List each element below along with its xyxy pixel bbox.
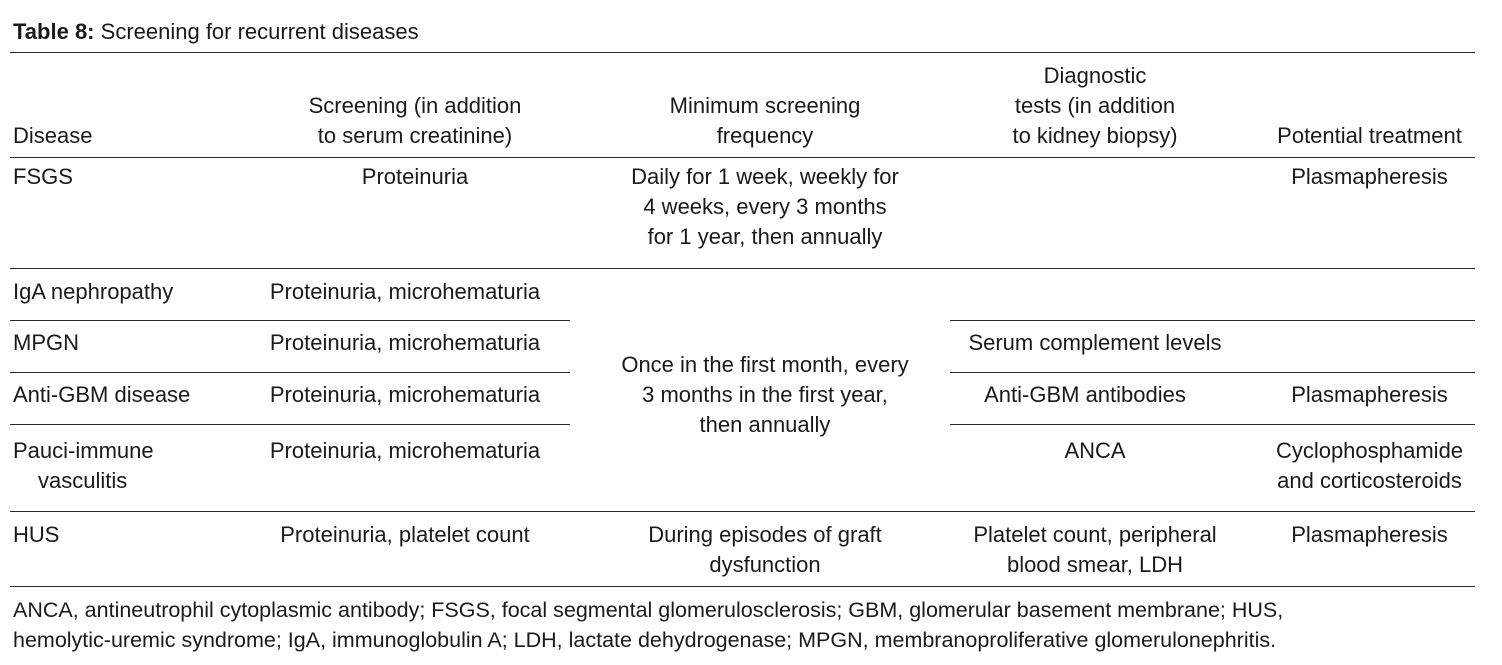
cell-hus-disease: HUS <box>13 522 60 547</box>
cell-hus-frequency-line2: dysfunction <box>709 552 821 577</box>
header-treatment: Potential treatment <box>1277 123 1462 148</box>
header-disease: Disease <box>13 123 93 148</box>
row-rule-iga-right <box>950 320 1475 321</box>
cell-antigbm-treatment: Plasmapheresis <box>1291 382 1448 407</box>
row-rule-antigbm-left <box>10 424 570 425</box>
cell-pauci-disease-line1: Pauci-immune <box>13 438 154 463</box>
cell-shared-frequency-line2: 3 months in the first year, <box>642 382 888 407</box>
cell-antigbm-disease: Anti-GBM disease <box>13 382 191 407</box>
header-rule <box>10 157 1475 158</box>
cell-fsgs-screening: Proteinuria <box>361 164 469 189</box>
header-diagnostic-line3: to kidney biopsy) <box>1012 123 1178 148</box>
cell-iga-disease: IgA nephropathy <box>13 279 174 304</box>
header-screening-line1: Screening (in addition <box>308 93 522 118</box>
cell-iga-screening: Proteinuria, microhematuria <box>269 279 541 304</box>
bottom-rule <box>10 586 1475 587</box>
cell-shared-frequency-line1: Once in the first month, every <box>621 352 909 377</box>
row-rule-pauci <box>10 511 1475 512</box>
footnote-line1: ANCA, antineutrophil cytoplasmic antibod… <box>13 598 1284 622</box>
footnote-line2: hemolytic-uremic syndrome; IgA, immunogl… <box>13 628 1277 652</box>
cell-mpgn-screening: Proteinuria, microhematuria <box>269 330 541 355</box>
row-rule-fsgs <box>10 268 1475 269</box>
row-rule-mpgn-right <box>950 372 1475 373</box>
cell-fsgs-frequency-line3: for 1 year, then annually <box>647 224 883 249</box>
cell-mpgn-disease: MPGN <box>13 330 79 355</box>
cell-hus-screening: Proteinuria, platelet count <box>280 522 530 547</box>
cell-hus-diagnostic-line1: Platelet count, peripheral <box>973 522 1217 547</box>
cell-mpgn-diagnostic: Serum complement levels <box>968 330 1222 355</box>
cell-pauci-disease-line2: vasculitis <box>38 468 128 493</box>
header-frequency-line1: Minimum screening <box>669 93 861 118</box>
cell-hus-frequency-line1: During episodes of graft <box>648 522 882 547</box>
row-rule-antigbm-right <box>950 424 1475 425</box>
cell-pauci-treatment-line1: Cyclophosphamide <box>1275 438 1464 463</box>
cell-hus-diagnostic-line2: blood smear, LDH <box>1006 552 1184 577</box>
header-diagnostic-line1: Diagnostic <box>1043 63 1147 88</box>
cell-pauci-screening: Proteinuria, microhematuria <box>269 438 541 463</box>
cell-fsgs-disease: FSGS <box>13 164 73 189</box>
table-label: Table 8: <box>13 19 95 44</box>
header-screening-line2: to serum creatinine) <box>317 123 513 148</box>
row-rule-iga-left <box>10 320 570 321</box>
cell-hus-treatment: Plasmapheresis <box>1291 522 1448 547</box>
cell-fsgs-treatment: Plasmapheresis <box>1291 164 1448 189</box>
table-title: Screening for recurrent diseases <box>100 19 419 44</box>
cell-fsgs-frequency-line2: 4 weeks, every 3 months <box>643 194 887 219</box>
cell-antigbm-screening: Proteinuria, microhematuria <box>269 382 541 407</box>
cell-pauci-treatment-line2: and corticosteroids <box>1277 468 1462 493</box>
cell-pauci-diagnostic: ANCA <box>1064 438 1126 463</box>
top-rule <box>10 52 1475 53</box>
table-caption: Table 8: Screening for recurrent disease… <box>13 17 419 47</box>
header-diagnostic-line2: tests (in addition <box>1014 93 1176 118</box>
header-frequency-line2: frequency <box>716 123 814 148</box>
cell-fsgs-frequency-line1: Daily for 1 week, weekly for <box>631 164 899 189</box>
cell-antigbm-diagnostic: Anti-GBM antibodies <box>984 382 1186 407</box>
row-rule-mpgn-left <box>10 372 570 373</box>
cell-shared-frequency-line3: then annually <box>699 412 831 437</box>
